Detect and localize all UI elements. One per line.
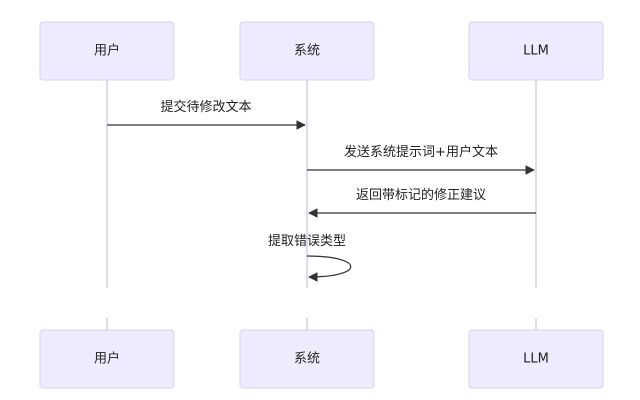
actor-label-system: 系统 — [294, 44, 320, 59]
actor-system-bottom: 系统 — [239, 329, 375, 389]
actor-label-llm: LLM — [523, 352, 549, 367]
message-label: 提交待修改文本 — [160, 99, 251, 115]
message-return-suggestions: 返回带标记的修正建议 — [308, 187, 536, 218]
actor-user-bottom: 用户 — [39, 329, 175, 389]
actor-label-system: 系统 — [294, 352, 320, 367]
self-loop-arrow — [306, 255, 352, 282]
message-label: 提取错误类型 — [268, 233, 346, 249]
actor-user-top: 用户 — [39, 21, 175, 81]
actor-system-top: 系统 — [239, 21, 375, 81]
actor-llm-bottom: LLM — [468, 329, 604, 389]
message-label: 返回带标记的修正建议 — [356, 187, 486, 203]
message-send-prompt: 发送系统提示词+用户文本 — [307, 144, 535, 175]
actor-label-user: 用户 — [94, 351, 120, 367]
message-submit-text: 提交待修改文本 — [107, 99, 306, 130]
message-extract-error-type: 提取错误类型 — [268, 233, 352, 282]
actor-label-llm: LLM — [523, 44, 549, 59]
actor-llm-top: LLM — [468, 21, 604, 81]
actor-label-user: 用户 — [94, 43, 120, 59]
message-label: 发送系统提示词+用户文本 — [344, 144, 498, 160]
